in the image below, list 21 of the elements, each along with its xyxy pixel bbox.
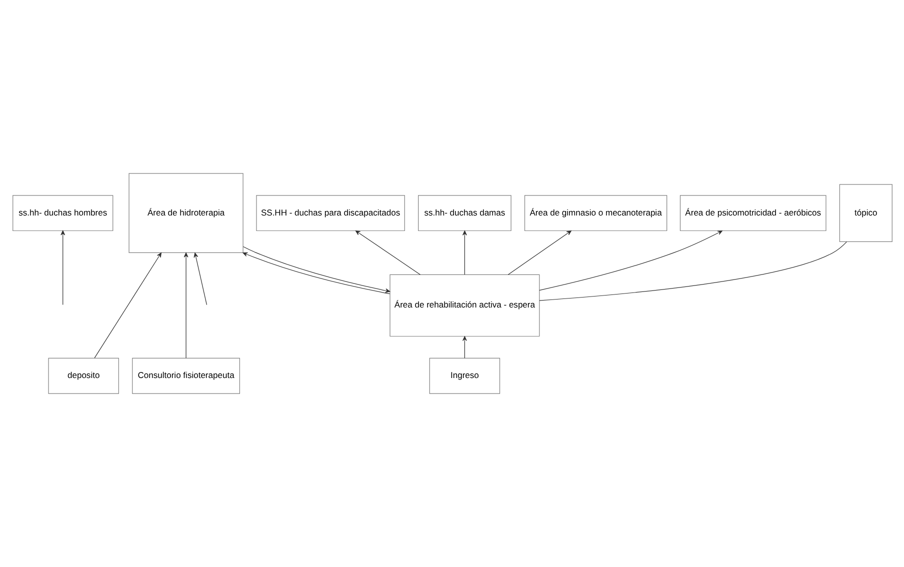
arrow [462, 336, 466, 358]
node-box: deposito [48, 358, 118, 394]
arrow [242, 246, 390, 293]
node-box: Ingreso [428, 358, 500, 394]
connector [538, 241, 846, 301]
arrow [538, 230, 722, 291]
arrow [507, 230, 571, 275]
node-box: Consultorio fisioterapeuta [132, 358, 240, 394]
arrow [94, 252, 161, 358]
arrow [354, 230, 420, 275]
node-box: SS.HH - duchas para discapacitados [256, 195, 404, 232]
node-box: Área de hidroterapia [128, 173, 243, 254]
node-box: tópico [838, 184, 892, 242]
node-box: Área de psicomotricidad - aeróbicos [679, 195, 826, 232]
node-box: ss.hh- duchas damas [418, 195, 511, 232]
node-box: Área de gimnasio o mecanoterapia [524, 195, 667, 232]
arrow [242, 252, 390, 294]
node-box: ss.hh- duchas hombres [12, 195, 113, 232]
arrow [462, 230, 466, 275]
arrow [183, 252, 188, 358]
node-box: Área de rehabilitación activa - espera [389, 274, 540, 337]
